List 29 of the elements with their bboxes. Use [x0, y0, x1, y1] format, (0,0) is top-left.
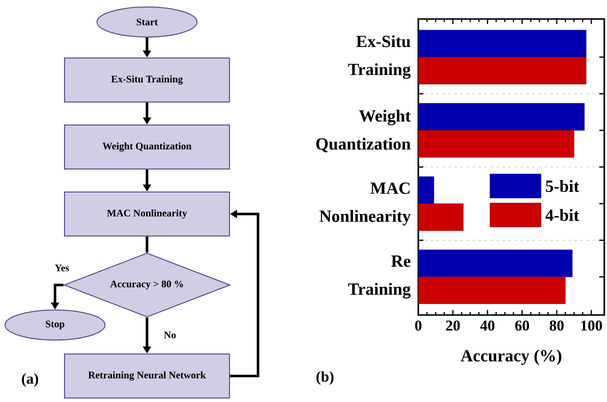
process-box: Weight Quantization: [64, 124, 230, 170]
x-axis-title: Accuracy (%): [460, 350, 562, 365]
x-tick-label: 60: [515, 320, 530, 331]
edge-label: Yes: [54, 264, 69, 272]
process-box: Ex-Situ Training: [64, 58, 230, 102]
category-label: MAC Nonlinearity: [320, 182, 411, 226]
bar: [418, 250, 572, 278]
legend-label: 5-bit: [546, 180, 580, 192]
process-box: Retraining Neural Network: [64, 354, 230, 398]
legend-label: 4-bit: [545, 209, 580, 221]
process-box: MAC Nonlinearity: [64, 192, 230, 236]
panel-label: (b): [316, 371, 334, 385]
x-tick-label: 0: [415, 320, 422, 331]
panel-label: (a): [22, 373, 38, 387]
bar: [418, 276, 566, 304]
bar: [418, 103, 585, 131]
x-tick-label: 40: [480, 320, 494, 331]
bar: [418, 176, 434, 204]
bar: [418, 203, 464, 231]
category-label: Re Training: [348, 256, 411, 298]
bar: [418, 130, 574, 158]
category-label: Weight Quantization: [316, 110, 411, 152]
category-label: Ex-Situ Training: [348, 35, 411, 79]
x-tick-label: 20: [446, 320, 460, 331]
x-tick-label: 100: [581, 320, 602, 331]
edge-label: No: [164, 332, 176, 338]
bar: [418, 30, 586, 58]
x-tick-label: 80: [550, 320, 564, 331]
bar: [418, 56, 586, 84]
